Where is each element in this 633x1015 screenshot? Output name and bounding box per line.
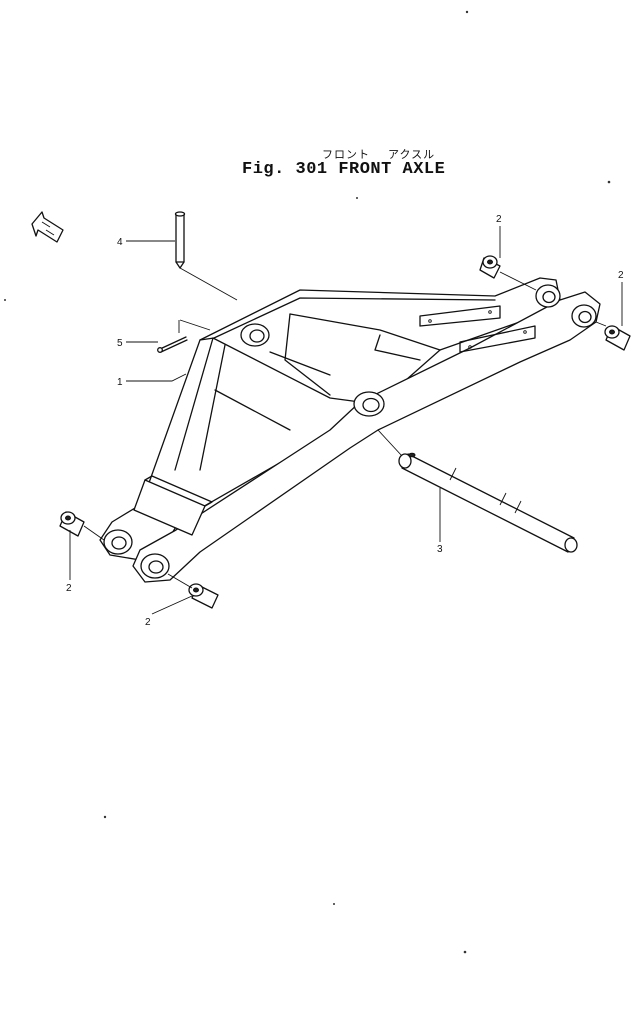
part-5-cotter-pin (157, 336, 188, 353)
part-4-pin (174, 211, 186, 269)
scan-specks (4, 10, 611, 954)
part-3-pin (398, 452, 578, 553)
figure-title: Fig. 301 FRONT AXLE (242, 160, 446, 179)
figure-title-jp-axle: アクスル (388, 148, 436, 161)
part-5-install-line (178, 319, 211, 333)
callout-part-2-right: 2 (618, 270, 624, 281)
callout-part-2-top: 2 (496, 214, 502, 225)
callout-part-2-left: 2 (66, 583, 72, 594)
part-2-bushing-right (604, 325, 631, 351)
part-3-install-line (377, 429, 403, 457)
part-2-bottom-install-line (167, 573, 193, 589)
part-2-bushing-left (59, 511, 85, 537)
part-1-leader-line (126, 373, 187, 382)
part-2-bushing-top (479, 255, 501, 279)
part-2-left-install-line (83, 525, 105, 541)
part-2-right-install-line (595, 321, 607, 327)
callout-part-3: 3 (437, 544, 443, 555)
callout-part-4: 4 (117, 237, 123, 248)
front-direction-arrow-icon (31, 211, 64, 243)
figure-title-jp-front: フロント (322, 148, 370, 161)
part-1-front-axle-frame (99, 277, 601, 583)
part-2-bottom-leader-line (151, 595, 193, 615)
callout-part-2-bottom: 2 (145, 617, 151, 628)
callout-part-1: 1 (117, 377, 123, 388)
callout-part-5: 5 (117, 338, 123, 349)
part-2-top-install-line (499, 271, 537, 291)
part-2-bushing-bottom (188, 583, 219, 609)
part-4-install-line (179, 267, 238, 301)
